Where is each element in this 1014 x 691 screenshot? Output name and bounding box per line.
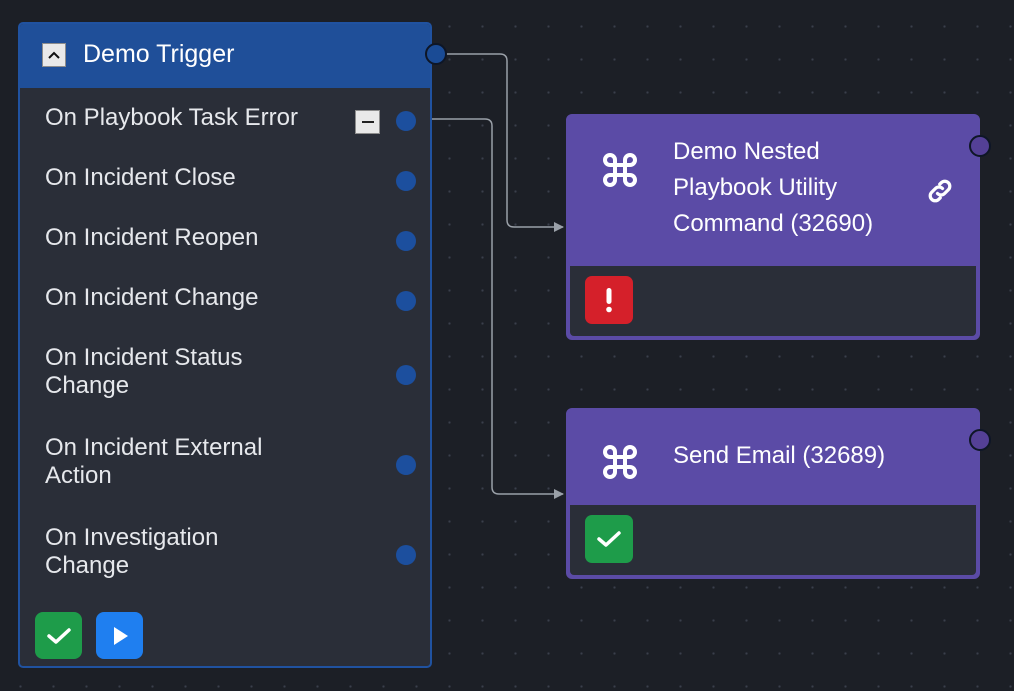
action-header: Send Email (32689): [568, 410, 991, 507]
action-output-port[interactable]: [969, 429, 991, 451]
check-icon: [46, 627, 71, 644]
event-row-investigation-change: On Investigation Change: [45, 524, 219, 579]
trigger-output-port[interactable]: [425, 43, 447, 65]
error-status-badge[interactable]: [585, 276, 633, 324]
remove-event-button[interactable]: [355, 110, 380, 134]
event-row-incident-close: On Incident Close: [45, 164, 236, 191]
command-icon: [603, 153, 637, 187]
event-row-incident-change: On Incident Change: [45, 284, 259, 311]
event-port-incident-status-change[interactable]: [396, 365, 416, 385]
check-icon: [597, 531, 621, 547]
link-icon[interactable]: [925, 176, 955, 206]
trigger-header: Demo Trigger: [20, 24, 447, 88]
success-status-badge[interactable]: [585, 515, 633, 563]
event-port-incident-close[interactable]: [396, 171, 416, 191]
action-title: Demo Nested Playbook Utility Command (32…: [673, 138, 874, 237]
event-port-incident-external-action[interactable]: [396, 455, 416, 475]
event-row-playbook-task-error: On Playbook Task Error: [45, 104, 298, 131]
event-port-incident-change[interactable]: [396, 291, 416, 311]
event-port-investigation-change[interactable]: [396, 545, 416, 565]
run-button[interactable]: [96, 612, 143, 659]
action-footer: [570, 505, 976, 575]
chevron-up-icon: [48, 51, 60, 59]
trigger-node[interactable]: Demo Trigger On Playbook Task Error On I…: [18, 22, 447, 668]
trigger-title: Demo Trigger: [83, 40, 235, 68]
event-row-incident-reopen: On Incident Reopen: [45, 224, 259, 251]
action-output-port[interactable]: [969, 135, 991, 157]
event-row-incident-status-change: On Incident Status Change: [45, 344, 243, 399]
exclamation-icon: [606, 288, 612, 313]
action-footer: [570, 266, 976, 336]
event-port-incident-reopen[interactable]: [396, 231, 416, 251]
action-node-nested-playbook[interactable]: Demo Nested Playbook Utility Command (32…: [566, 114, 991, 340]
event-row-incident-external-action: On Incident External Action: [45, 434, 263, 489]
play-icon: [113, 626, 128, 645]
action-node-send-email[interactable]: Send Email (32689): [566, 408, 991, 579]
minus-icon: [361, 121, 374, 123]
wire-trigger-to-nested-playbook: [443, 53, 564, 232]
collapse-button[interactable]: [42, 43, 66, 67]
command-icon: [603, 445, 637, 479]
enable-toggle-button[interactable]: [35, 612, 82, 659]
action-title: Send Email (32689): [673, 442, 886, 469]
wire-task-error-to-send-email: [414, 118, 564, 499]
event-port-playbook-task-error[interactable]: [396, 111, 416, 131]
action-header: Demo Nested Playbook Utility Command (32…: [568, 116, 991, 268]
